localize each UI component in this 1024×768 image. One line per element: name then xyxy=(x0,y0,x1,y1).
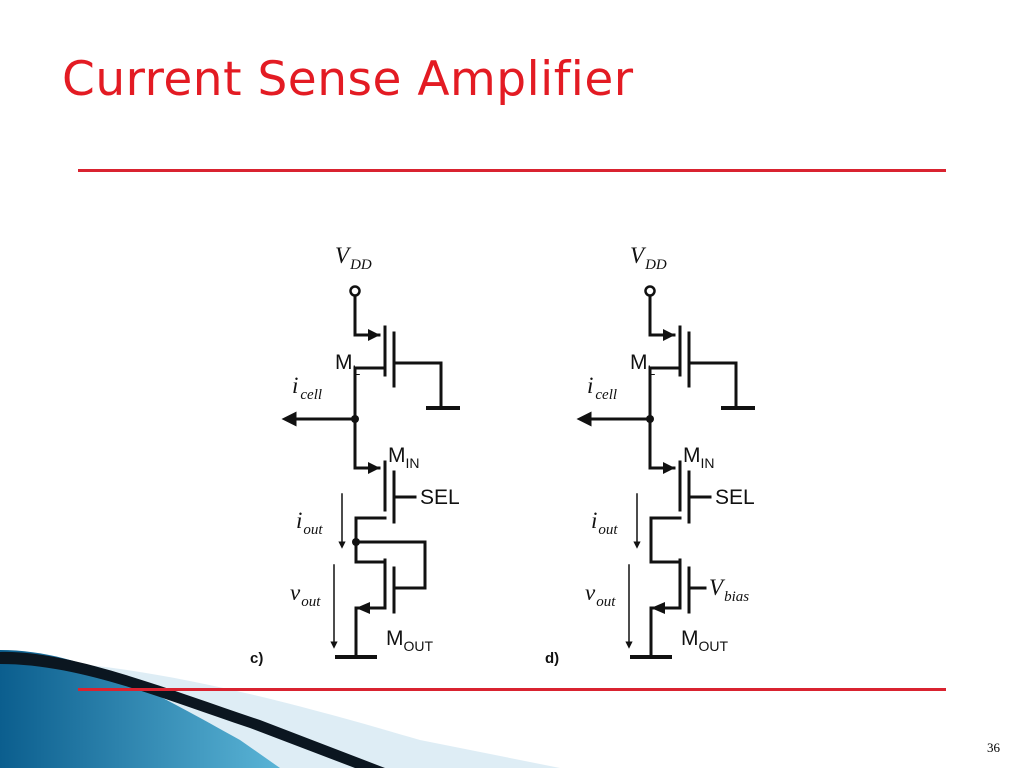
ml-label: ML xyxy=(630,351,656,378)
ml-source-lead xyxy=(353,294,381,337)
ml-source-lead xyxy=(648,294,676,337)
vout-label: vout xyxy=(585,580,616,610)
wave-blue-band xyxy=(0,650,280,768)
min-label: MIN xyxy=(388,444,420,471)
vout-label: vout xyxy=(290,580,321,610)
min-mout-link xyxy=(649,516,682,564)
min-label: MIN xyxy=(683,444,715,471)
iout-label: iout xyxy=(296,508,323,538)
ml-source-arrow xyxy=(368,329,380,341)
mout-label: MOUT xyxy=(681,627,729,654)
vbias-label: Vbias xyxy=(709,575,749,605)
slide-number: 36 xyxy=(987,740,1000,755)
vdd-label: VDD xyxy=(335,243,372,273)
circuit-c-tag: c) xyxy=(250,650,263,667)
vdd-label: VDD xyxy=(630,243,667,273)
ml-gate xyxy=(392,331,443,408)
icell-node xyxy=(351,415,359,423)
mout-leads xyxy=(649,606,682,659)
min-source-arrow xyxy=(663,462,675,474)
min-gate xyxy=(392,470,417,524)
ml-gate xyxy=(687,331,738,408)
icell-node xyxy=(646,415,654,423)
mout-source-arrow xyxy=(651,602,665,614)
iout-label: iout xyxy=(591,508,618,538)
slide-title: Current Sense Amplifier xyxy=(62,52,634,107)
sel-label: SEL xyxy=(715,486,755,509)
mout-source-arrow xyxy=(356,602,370,614)
ml-source-arrow xyxy=(663,329,675,341)
node-icell-line xyxy=(353,366,387,470)
mout-gate-vbias xyxy=(687,566,707,614)
vdd-terminal xyxy=(349,285,361,297)
min-mout-link xyxy=(354,516,427,614)
top-divider xyxy=(78,169,946,172)
bottom-divider xyxy=(78,688,946,691)
node-icell-line xyxy=(648,366,682,470)
ml-label: ML xyxy=(335,351,361,378)
circuit-d-tag: d) xyxy=(545,650,559,667)
output-node xyxy=(352,538,360,546)
sel-label: SEL xyxy=(420,486,460,509)
vdd-terminal xyxy=(644,285,656,297)
min-gate xyxy=(687,470,712,524)
wave-dark-stroke xyxy=(0,651,385,768)
min-source-arrow xyxy=(368,462,380,474)
mout-leads xyxy=(354,540,387,659)
mout-label: MOUT xyxy=(386,627,434,654)
